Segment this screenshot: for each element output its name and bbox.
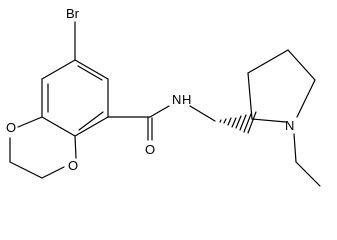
molecule-canvas: Br O O O N H: [6, 6, 321, 187]
atom-o-ring-left: O: [6, 120, 16, 135]
atom-o-ring-bottom: O: [68, 158, 78, 173]
hashed-wedge-bond: [219, 111, 257, 134]
atom-n-ring: N: [285, 118, 294, 133]
bond-ch2-ch3: [295, 161, 321, 187]
benzene-ring: [41, 59, 109, 137]
structure-drawing: Br O O O N H: [6, 6, 321, 187]
bond-c-n: [149, 105, 170, 118]
dioxane-ring: [9, 116, 77, 179]
bond-n-ch2: [189, 105, 216, 122]
atom-h-amide: H: [182, 92, 191, 107]
atom-o-carbonyl: O: [145, 142, 155, 157]
pyrrolidine-ring: [247, 49, 316, 123]
bond-n-ch2-ethyl: [293, 133, 297, 163]
atom-br: Br: [66, 6, 80, 21]
atom-n-amide: N: [172, 92, 181, 107]
